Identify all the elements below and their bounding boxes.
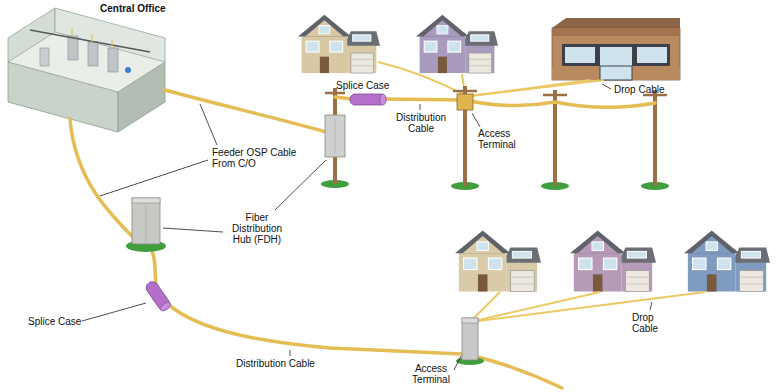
- drop-cable: [470, 292, 705, 322]
- utility-poles: [321, 86, 669, 190]
- store-wall: [552, 66, 680, 80]
- leader-line: [100, 160, 208, 196]
- distribution-cable: [150, 246, 462, 354]
- pole-crossarm: [325, 92, 345, 95]
- callout-label: Access Terminal: [408, 363, 454, 385]
- equipment-light: [125, 67, 131, 73]
- feeder-cable: [70, 119, 140, 244]
- callout-label: Splice Case: [336, 80, 389, 91]
- callout-label: Central Office: [100, 3, 166, 14]
- callout-label: Access Terminal: [478, 128, 524, 150]
- leader-line: [420, 104, 421, 110]
- houses: [298, 15, 770, 292]
- drop-cable: [470, 292, 500, 322]
- store-building: [552, 18, 680, 80]
- access-terminal: [457, 94, 473, 110]
- house: [416, 15, 498, 73]
- house: [298, 15, 380, 73]
- equipment-rack: [40, 48, 49, 66]
- store-door: [600, 66, 632, 80]
- equipment-rack: [108, 48, 118, 72]
- callout-label: Distribution Cable: [393, 112, 449, 134]
- store-window: [637, 47, 667, 63]
- house: [455, 230, 541, 291]
- fiber-cables: [70, 90, 655, 388]
- leader-line: [163, 228, 223, 232]
- pole-crossarm: [543, 94, 567, 97]
- callout-label: Drop Cable: [632, 312, 666, 334]
- distribution-cable: [478, 357, 562, 388]
- callout-label: Distribution Cable: [236, 358, 315, 369]
- leader-line: [290, 350, 291, 356]
- store-wall: [552, 28, 680, 80]
- leader-line: [650, 302, 652, 310]
- callout-label: Splice Case: [28, 316, 81, 327]
- leader-line: [200, 104, 217, 145]
- pole-crossarm: [453, 90, 477, 93]
- leader-line: [602, 84, 611, 89]
- splice-case: [144, 279, 172, 312]
- leader-line: [472, 113, 480, 127]
- cable-tray: [30, 30, 150, 52]
- riser-cable: [72, 28, 112, 48]
- leader-line: [275, 160, 326, 210]
- building-wall: [118, 62, 165, 132]
- drop-cable: [378, 62, 465, 95]
- equipment-rack: [88, 42, 98, 66]
- house: [570, 230, 656, 291]
- central-office-building: [8, 8, 165, 132]
- feeder-cable: [165, 90, 326, 132]
- building-wall: [8, 62, 118, 132]
- splice-case: [350, 94, 386, 105]
- utility-pole: [553, 90, 557, 186]
- callout-label: Fiber Distribution Hub (FDH): [226, 212, 288, 245]
- fiber-distribution-hub: [126, 198, 166, 252]
- callout-label: Drop Cable: [614, 84, 665, 95]
- equipment-rack: [68, 36, 78, 60]
- store-band: [552, 28, 680, 36]
- leader-line: [82, 303, 146, 321]
- store-door: [600, 47, 632, 80]
- store-roof: [552, 18, 680, 28]
- store-window: [565, 47, 595, 63]
- callout-label: Feeder OSP Cable From C/O: [212, 147, 304, 169]
- leader-line: [454, 356, 461, 370]
- drop-cable: [470, 80, 604, 96]
- pole-hub-box: [325, 115, 345, 157]
- house: [684, 230, 770, 291]
